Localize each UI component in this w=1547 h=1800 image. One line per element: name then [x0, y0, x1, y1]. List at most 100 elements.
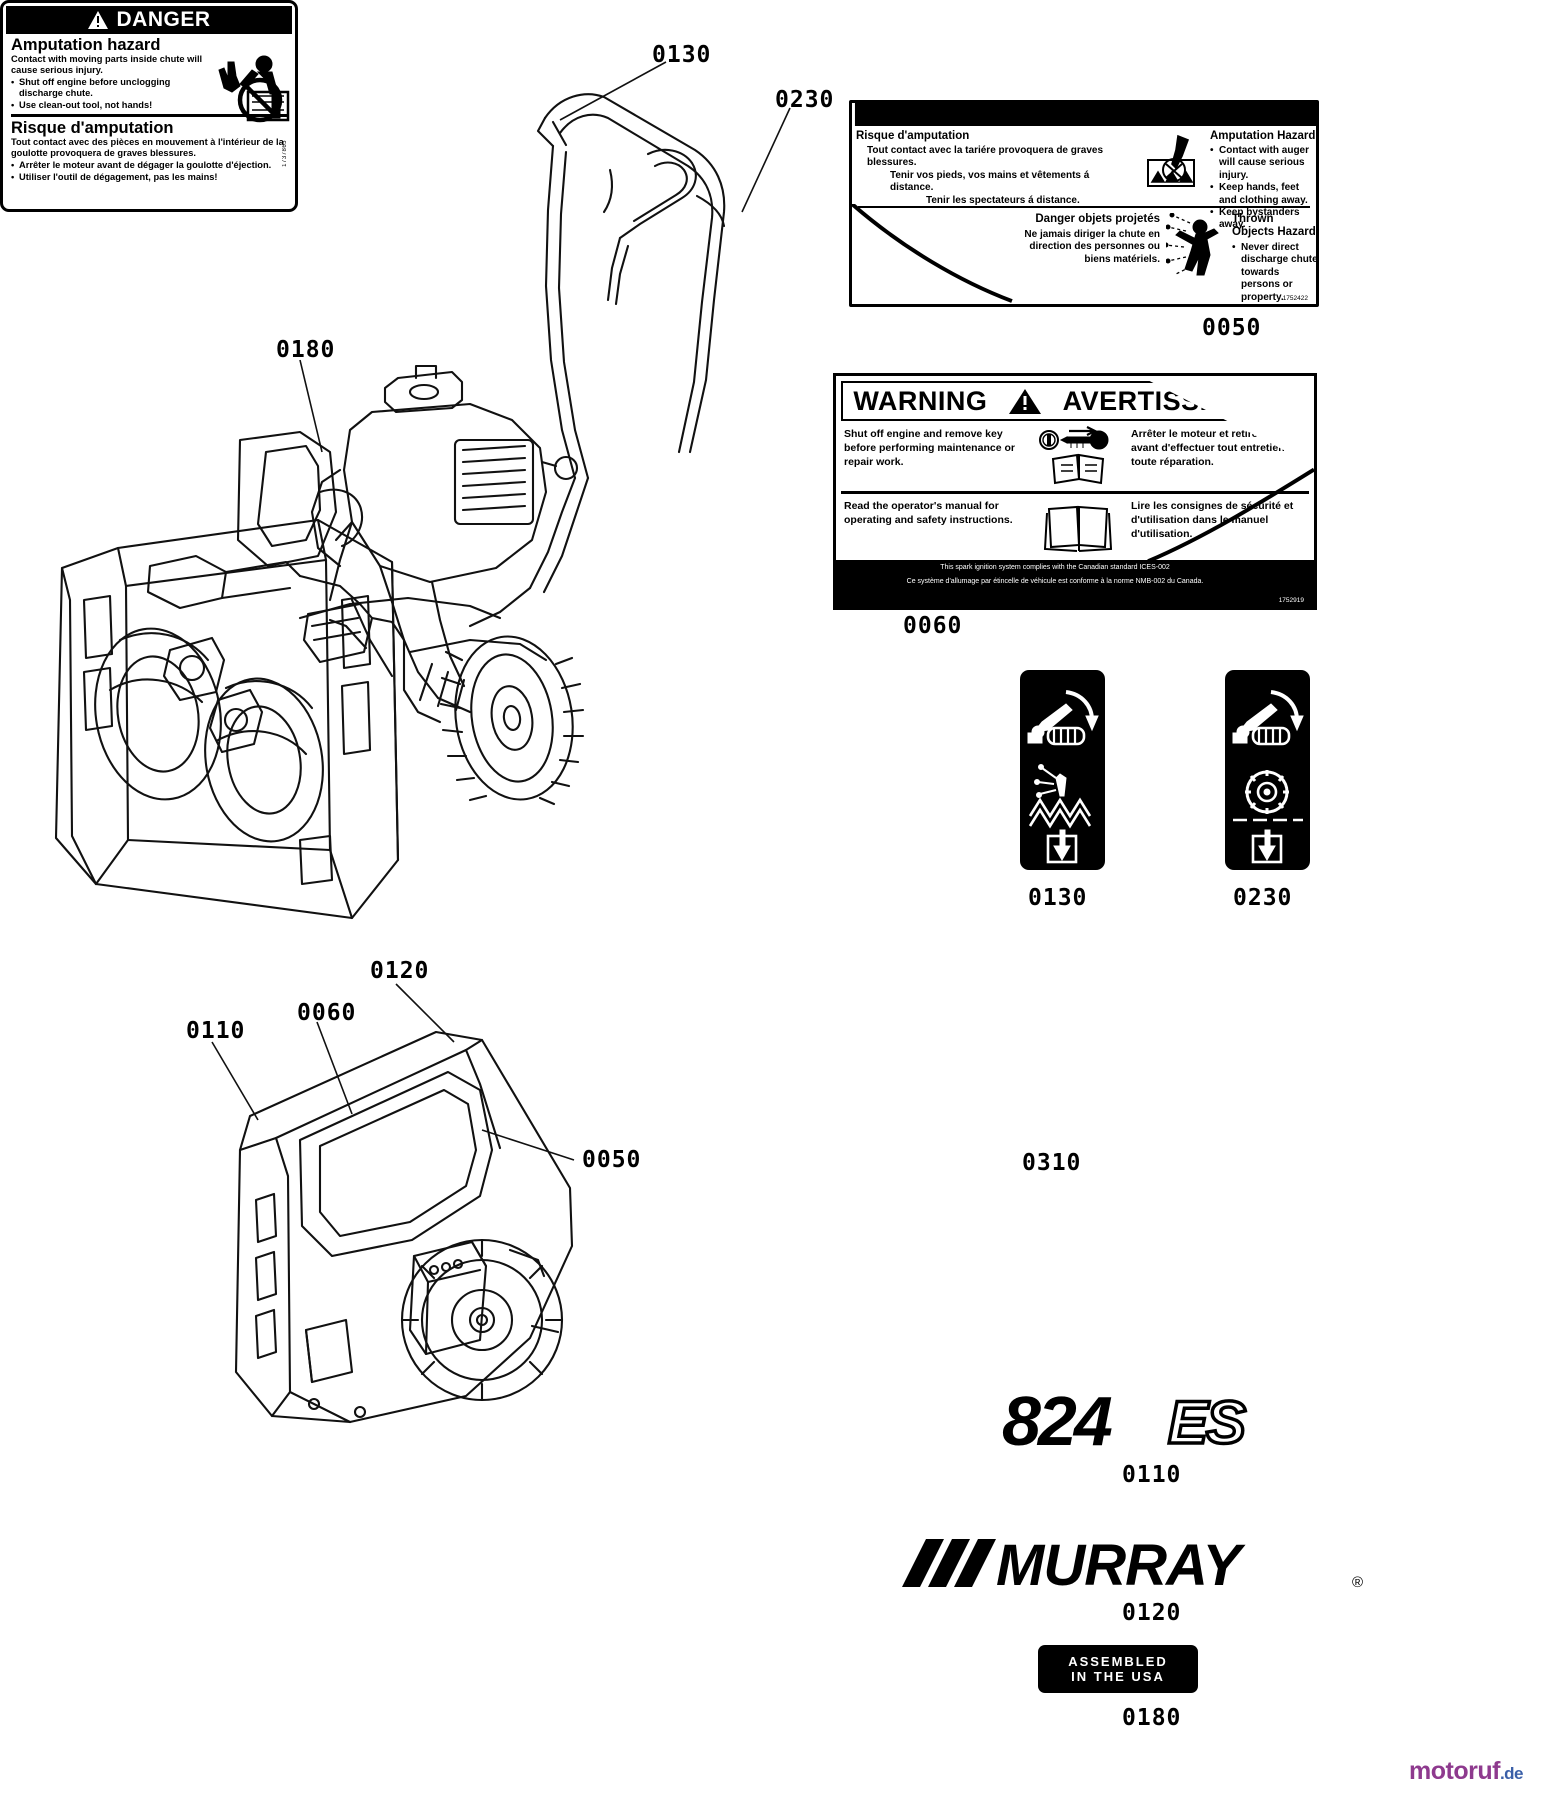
auger-hazard-pictogram-icon [1147, 134, 1195, 187]
caption-0310: 0310 [1022, 1150, 1082, 1176]
murray-speed-bars-icon [902, 1539, 996, 1587]
decal-0060-footnote-bar: This spark ignition system complies with… [836, 560, 1314, 607]
decal-0060-footnote-french: Ce système d'allumage par étincelle de v… [906, 577, 1204, 585]
callout-0110-chute: 0110 [186, 1018, 246, 1044]
decal-0310-english-heading: Amputation hazard [11, 36, 161, 54]
decal-0050-english-auger-bullet-2: Keep hands, feet and clothing away. [1210, 182, 1316, 207]
decal-0310-french-bullet-2-text: Utiliser l'outil de dégagement, pas les … [19, 171, 218, 182]
decal-0060-divider [841, 491, 1309, 494]
chute-illustration [234, 1030, 574, 1424]
decal-0050-french-thrown-heading: Danger objets projetés [1035, 213, 1160, 225]
usa-badge-line2: IN THE USA [1071, 1669, 1165, 1684]
auger-lever-pictogram-icon [1027, 690, 1099, 864]
decal-0050-french-thrown-bullet-1: Ne jamais diriger la chute en direction … [1024, 229, 1160, 265]
murray-logotype: MURRAY ® [902, 1533, 1363, 1598]
decal-0050-english-auger-bullets: Contact with auger will cause serious in… [1210, 145, 1316, 232]
watermark-name: motoruf [1409, 1757, 1500, 1785]
decal-danger-0310: DANGER Amputation hazard Contact with mo… [0, 0, 298, 212]
watermark-suffix: .de [1499, 1764, 1524, 1783]
thrown-objects-pictogram-icon [1166, 213, 1219, 276]
caption-0060: 0060 [903, 613, 963, 639]
decal-0310-french-bullet-2: • Utiliser l'outil de dégagement, pas le… [11, 171, 218, 182]
no-hands-in-chute-icon [218, 55, 290, 123]
chute-leader-lines [211, 983, 575, 1161]
decal-0310-english-bullet-1-text: Shut off engine before unclogging discha… [19, 77, 171, 98]
decal-0050-french-auger-bullets: Tout contact avec la tariére provoquera … [856, 145, 1128, 207]
decal-0050-english-thrown-heading: Thrown Objects Hazard [1232, 213, 1316, 238]
murray-wordmark: MURRAY [996, 1533, 1247, 1598]
decal-0050-french-auger-heading: Risque d'amputation [856, 130, 970, 142]
murray-registered-mark: ® [1352, 1574, 1363, 1591]
decal-0050-english-auger-bullet-1: Contact with auger will cause serious in… [1210, 145, 1316, 182]
danger-triangle-icon [88, 11, 109, 29]
decal-0310-header-text: DANGER [116, 8, 211, 31]
watermark-motoruf: motoruf.de [1409, 1757, 1523, 1786]
caption-0130-decal: 0130 [1028, 885, 1088, 911]
decal-0310-french-bullet-1: • Arrêter le moteur avant de dégager la … [11, 159, 272, 170]
decal-0050-top-black-bar [852, 103, 1316, 126]
callout-0120-chute: 0120 [370, 958, 430, 984]
decal-0050-english-auger-bullet-3: Keep bystanders away. [1210, 207, 1316, 232]
model-number-824: 824 [1002, 1385, 1112, 1457]
callout-0050-chute: 0050 [582, 1147, 642, 1173]
decal-0050-english-thrown-bullet-1-text: Never direct discharge chute towards per… [1241, 242, 1318, 303]
decal-0050-french-auger-bullet-3: Tenir les spectateurs á distance. [926, 194, 1080, 206]
decal-0060-part-number: 1752919 [1278, 596, 1304, 604]
decal-0050-english-thrown-bullet-1: • Never direct discharge chute towards p… [1232, 242, 1318, 303]
model-824es-logotype: 824 ES [1002, 1382, 1250, 1460]
decal-0050-section-thrown-objects: Danger objets projetés Ne jamais diriger… [852, 209, 1318, 307]
warning-triangle-icon [1008, 389, 1041, 414]
decal-auger-control-0130 [1020, 670, 1105, 870]
open-manual-icon [1043, 505, 1113, 552]
machine-leader-lines [299, 61, 791, 453]
decal-0310-french-heading: Risque d'amputation [11, 118, 174, 137]
decal-0050-part-number: 1752422 [1282, 295, 1308, 302]
decal-0310-french-text: Tout contact avec des pièces en mouvemen… [11, 136, 284, 158]
decal-0060-header-english: WARNING [853, 385, 988, 416]
decal-0050-french-auger-bullet-1: Tout contact avec la tariére provoquera … [867, 145, 1104, 169]
decal-0310-english-text: Contact with moving parts inside chute w… [11, 54, 203, 75]
decal-0050-divider [858, 206, 1310, 208]
decal-0060-row2-english: Read the operator's manual for operating… [844, 500, 1013, 526]
decal-0310-french-block: Risque d'amputation Tout contact avec de… [11, 119, 287, 183]
decal-0310-french-bullet-1-text: Arrêter le moteur avant de dégager la go… [19, 159, 272, 170]
callout-0180-machine: 0180 [276, 337, 336, 363]
decal-0310-divider [11, 114, 287, 117]
decal-0050-english-thrown: Thrown Objects Hazard • Never direct dis… [1232, 213, 1318, 304]
model-suffix-es: ES [1168, 1389, 1246, 1456]
decal-model-badge-0110: 824 ES [1000, 1382, 1330, 1460]
decal-0310-part-number: 1737865 [282, 139, 288, 167]
decal-0050-french-thrown: Danger objets projetés Ne jamais diriger… [1002, 213, 1160, 266]
caption-0120: 0120 [1122, 1600, 1182, 1626]
decal-0310-body: Amputation hazard Contact with moving pa… [6, 34, 292, 183]
decal-0050-section-auger: Risque d'amputation Tout contact avec la… [852, 126, 1316, 230]
drive-lever-pictogram-icon [1232, 690, 1304, 864]
decal-0060-row2-french: Lire les consignes de sécurité et d'util… [1131, 500, 1294, 540]
decal-0050-french-auger: Risque d'amputation Tout contact avec la… [856, 130, 1128, 207]
decal-0310-english-block: Amputation hazard Contact with moving pa… [11, 36, 287, 111]
decal-0060-footnote-english: This spark ignition system complies with… [940, 564, 1170, 571]
decal-0310-english-bullet-2-text: Use clean-out tool, not hands! [19, 100, 153, 110]
caption-0050: 0050 [1202, 315, 1262, 341]
decal-brand-badge-0120: MURRAY ® [900, 1525, 1380, 1603]
decal-0060-row-manual: Read the operator's manual for operating… [841, 495, 1309, 563]
decal-warning-0060: WARNING AVERTISSEMENT Shut off engine an… [833, 373, 1317, 610]
decal-0050-english-auger: Amputation Hazard Contact with auger wil… [1210, 130, 1316, 232]
callout-0060-chute: 0060 [297, 1000, 357, 1026]
decal-drive-control-0230 [1225, 670, 1310, 870]
caption-0180: 0180 [1122, 1705, 1182, 1731]
decal-0050-english-auger-heading: Amputation Hazard [1210, 130, 1316, 142]
decal-0060-row1-french: Arrêter le moteur et retirer la clé avan… [1131, 428, 1301, 468]
usa-badge-line1: ASSEMBLED [1068, 1654, 1168, 1669]
decal-0060-header-french: AVERTISSEMENT [1062, 385, 1297, 416]
decal-0310-english-bullet-1: • Shut off engine before unclogging disc… [11, 77, 171, 98]
decal-amputation-hazard-0050: Risque d'amputation Tout contact avec la… [849, 100, 1319, 307]
key-and-manual-icon [1039, 426, 1109, 485]
decal-0310-english-bullet-2: • Use clean-out tool, not hands! [11, 100, 153, 110]
decal-0060-header: WARNING AVERTISSEMENT [841, 381, 1309, 421]
decal-0050-french-auger-bullet-2: Tenir vos pieds, vos mains et vêtements … [890, 169, 1090, 194]
caption-0110: 0110 [1122, 1462, 1182, 1488]
decal-0060-row-maintenance: Shut off engine and remove key before pe… [841, 423, 1309, 489]
decal-assembled-usa-0180: ASSEMBLED IN THE USA [1038, 1645, 1198, 1693]
